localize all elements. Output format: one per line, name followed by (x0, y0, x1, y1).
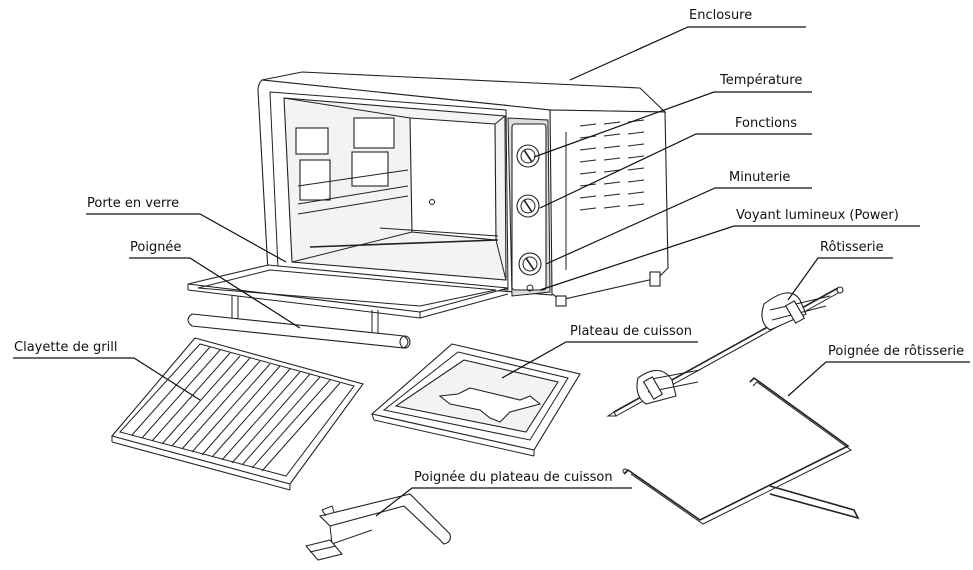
toaster-oven-icon (187, 71, 669, 349)
label-rotisserie: Rôtisserie (820, 240, 884, 255)
label-functions: Fonctions (735, 116, 798, 131)
rotisserie-handle-icon (622, 376, 860, 525)
rotisserie-spit-icon (606, 286, 844, 417)
label-tray-handle: Poignée du plateau de cuisson (414, 470, 613, 485)
label-temperature: Température (720, 73, 803, 88)
tray-handle-icon (305, 493, 451, 561)
label-grill-rack: Clayette de grill (14, 340, 118, 355)
label-handle: Poignée (130, 240, 182, 255)
label-timer: Minuterie (729, 170, 791, 185)
label-baking-tray: Plateau de cuisson (570, 324, 692, 339)
leader-lines (13, 26, 970, 517)
wire-rack-icon (111, 337, 364, 491)
label-rotisserie-handle: Poignée de rôtisserie (828, 344, 965, 359)
label-glass-door: Porte en verre (87, 196, 180, 211)
label-enclosure: Enclosure (689, 8, 753, 23)
baking-tray-icon (370, 343, 581, 457)
label-power-light: Voyant lumineux (Power) (736, 208, 899, 223)
